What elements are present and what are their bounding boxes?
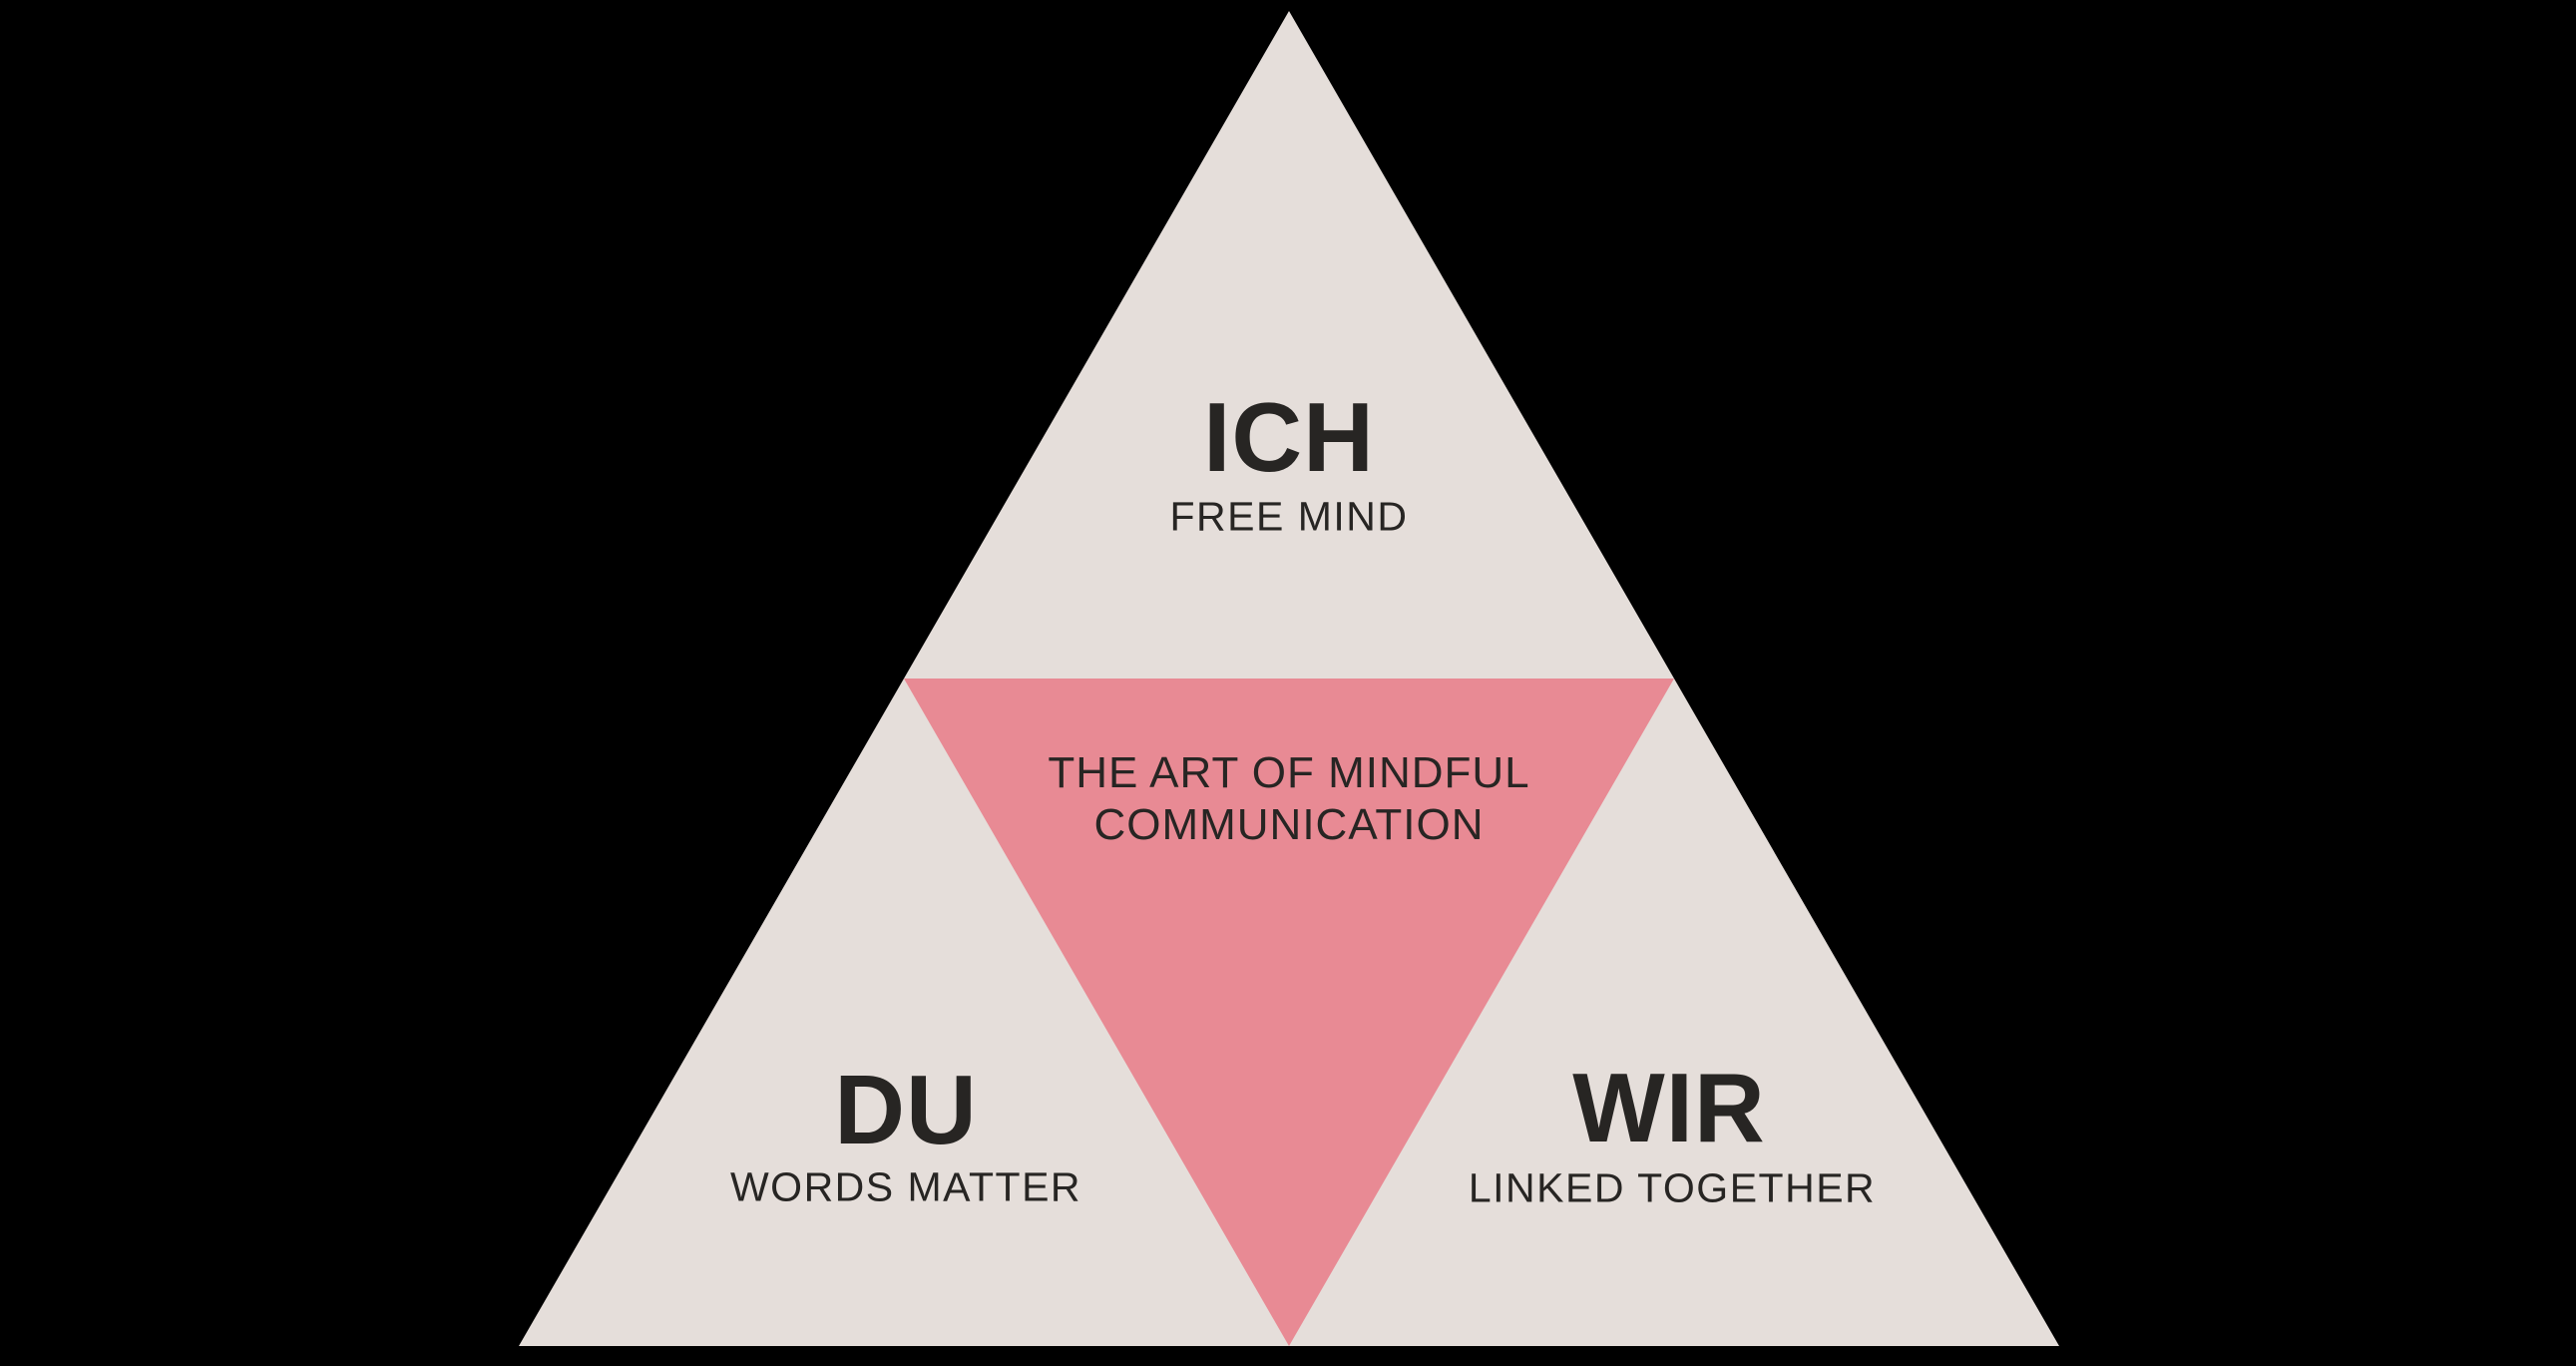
section-du-sublabel: WORDS MATTER [729,1163,1082,1210]
center-title-line-2: COMMUNICATION [1093,800,1485,849]
center-title-line-1: THE ART OF MINDFUL [1048,748,1530,797]
section-du-label: DU [834,1055,978,1164]
inner-inverted-triangle [904,679,1674,1346]
center-title: THE ART OF MINDFUL COMMUNICATION [1048,747,1529,851]
section-ich-sublabel: FREE MIND [1169,493,1409,540]
section-wir-label: WIR [1572,1053,1766,1162]
section-ich-label: ICH [1203,382,1375,492]
section-wir-sublabel: LINKED TOGETHER [1468,1164,1877,1211]
